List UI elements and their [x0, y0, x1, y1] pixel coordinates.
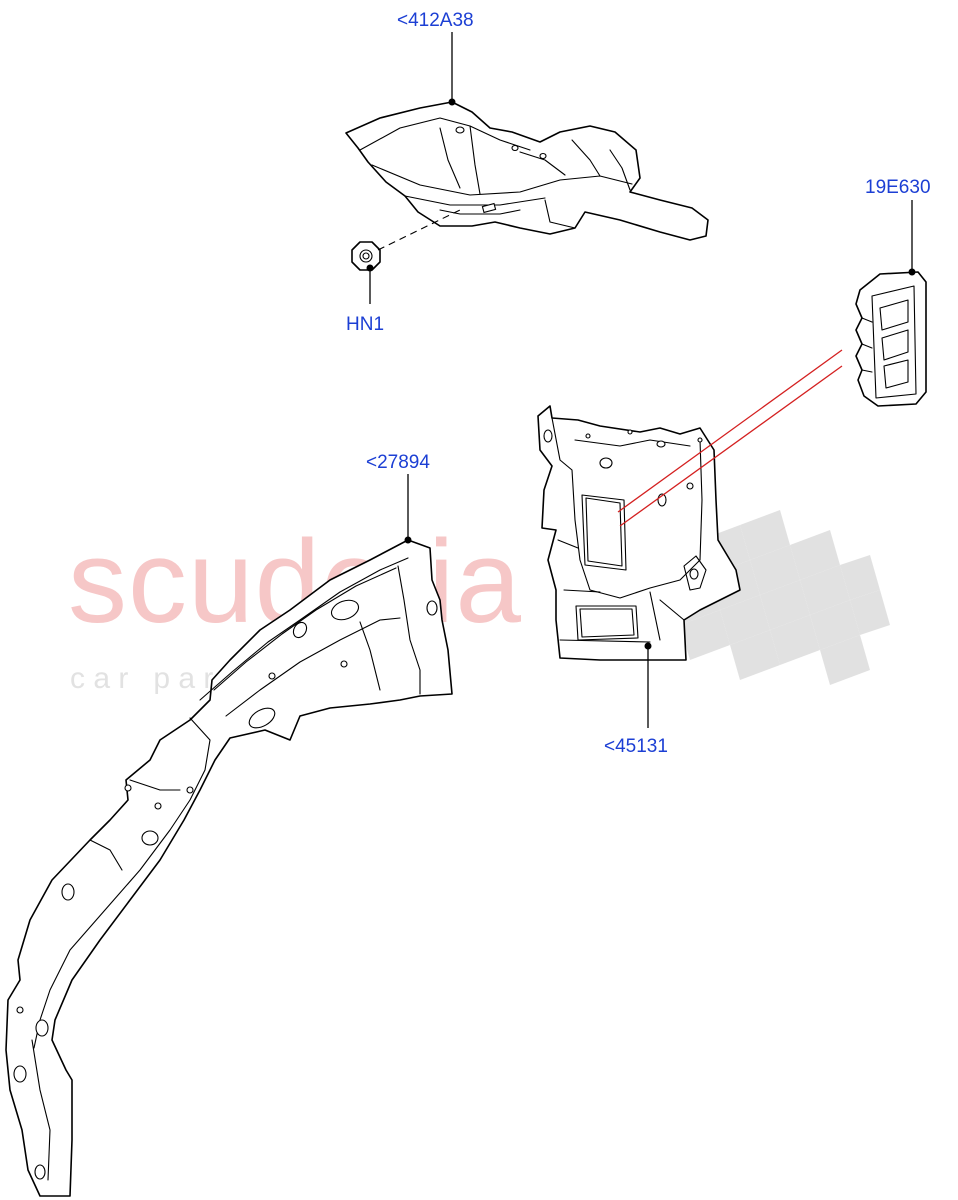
callout-412a38[interactable]: <412A38 [397, 10, 474, 31]
part-412a38-bracket[interactable] [345, 101, 709, 241]
part-19e630-vent[interactable] [855, 271, 927, 407]
callout-19e630[interactable]: 19E630 [865, 177, 931, 198]
callout-27894[interactable]: <27894 [366, 452, 430, 473]
part-45131-panel[interactable] [537, 405, 741, 661]
leader-dot-19e630 [908, 268, 916, 276]
reference-line-lower [619, 365, 843, 527]
leader-dot-hn1 [366, 264, 374, 272]
leader-dot-27894 [404, 536, 412, 544]
callout-leaders [366, 32, 916, 728]
watermark: scuderia c a r p a r t s [68, 505, 890, 695]
leader-dot-412a38 [448, 98, 456, 106]
callout-hn1[interactable]: HN1 [346, 314, 384, 335]
reference-line-upper [617, 349, 843, 513]
leader-dot-45131 [644, 642, 652, 650]
hn1-fastening-dashline [377, 209, 461, 251]
part-27894-wheelhouse[interactable] [5, 539, 453, 1197]
callout-45131[interactable]: <45131 [604, 736, 668, 757]
callout-labels: <412A38 19E630 HN1 <27894 <45131 [346, 10, 931, 757]
part-hn1-nut[interactable] [351, 241, 381, 271]
